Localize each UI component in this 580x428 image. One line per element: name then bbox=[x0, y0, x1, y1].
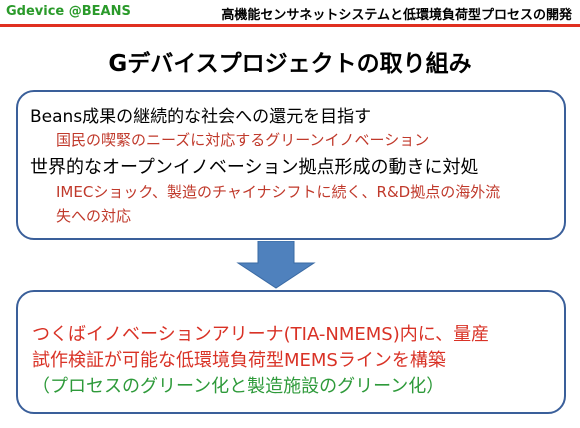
slide-header: Gdevice @BEANS 高機能センサネットシステムと低環境負荷型プロセスの… bbox=[0, 0, 580, 27]
action-box: つくばイノベーションアリーナ(TIA-NMEMS)内に、量産 試作検証が可能な低… bbox=[16, 290, 566, 414]
goals-box: Beans成果の継続的な社会への還元を目指す 国民の喫緊のニーズに対応するグリー… bbox=[16, 90, 566, 240]
goal-line-2: 世界的なオープンイノベーション拠点形成の動きに対処 bbox=[30, 157, 479, 178]
header-divider bbox=[0, 24, 580, 27]
goal-line-2-sub-b: 失への対応 bbox=[56, 207, 132, 225]
action-line-3: （プロセスのグリーン化と製造施設のグリーン化） bbox=[32, 376, 445, 397]
action-line-1: つくばイノベーションアリーナ(TIA-NMEMS)内に、量産 bbox=[32, 324, 490, 345]
slide-title: Gデバイスプロジェクトの取り組み bbox=[108, 51, 472, 77]
header-subtitle: 高機能センサネットシステムと低環境負荷型プロセスの開発 bbox=[221, 8, 572, 23]
goal-line-1-sub: 国民の喫緊のニーズに対応するグリーンイノベーション bbox=[56, 131, 430, 149]
header-brand: Gdevice @BEANS bbox=[6, 4, 131, 19]
action-line-2: 試作検証が可能な低環境負荷型MEMSラインを構築 bbox=[32, 350, 446, 371]
goal-line-2-sub-a: IMECショック、製造のチャイナシフトに続く、R&D拠点の海外流 bbox=[56, 183, 501, 201]
goal-line-1: Beans成果の継続的な社会への還元を目指す bbox=[30, 107, 372, 127]
down-arrow-icon bbox=[236, 241, 316, 289]
